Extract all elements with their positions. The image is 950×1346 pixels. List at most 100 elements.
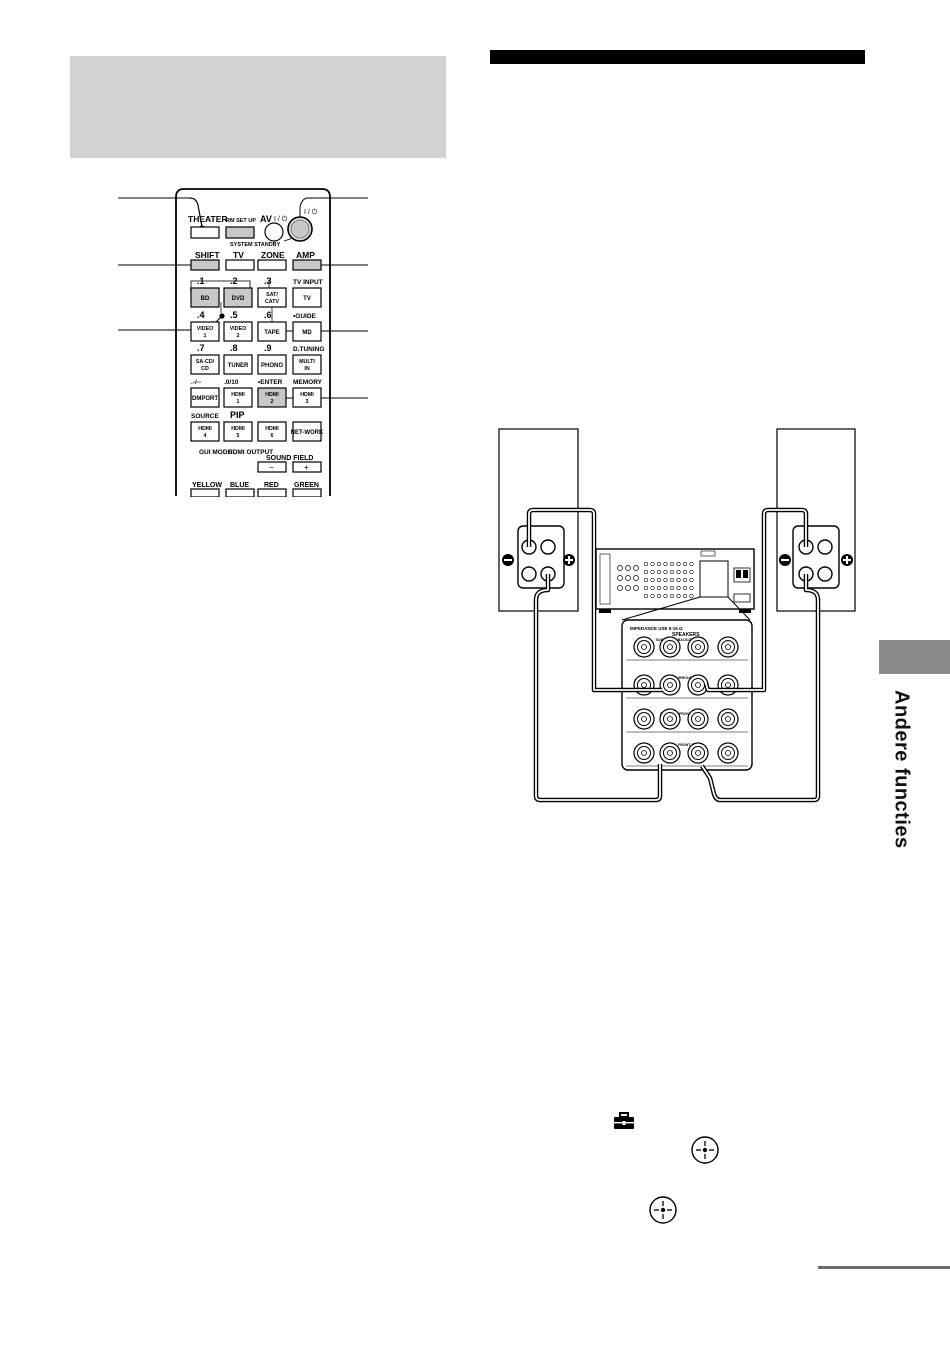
grid-button-label: 3 <box>306 399 309 405</box>
grid-button-label: 6 <box>271 433 274 439</box>
grid-button-label: 1 <box>237 399 240 405</box>
grid-button-label: 5 <box>237 433 240 439</box>
grid-button-label: 2 <box>237 333 240 339</box>
grid-button[interactable] <box>292 387 322 408</box>
grid-button[interactable] <box>292 421 322 442</box>
grid-button[interactable] <box>190 387 220 408</box>
grid-top-label: •ENTER <box>258 379 283 386</box>
grid-button-label: DMPORT <box>192 396 218 402</box>
grid-button[interactable] <box>223 387 253 408</box>
yellow-button[interactable] <box>190 488 220 497</box>
amp-button[interactable] <box>292 259 322 271</box>
grid-top-label: .6 <box>264 310 272 320</box>
grid-button-label: TAPE <box>264 330 280 336</box>
grid-button-label: MD <box>302 330 312 336</box>
grid-top-label: .3 <box>264 276 272 286</box>
grid-button[interactable] <box>257 421 287 442</box>
av-power-button[interactable] <box>264 222 284 242</box>
grid-button-label: SA-CD/ <box>196 359 215 365</box>
grid-button-label: SAT/ <box>266 292 278 298</box>
grid-button[interactable] <box>292 321 322 342</box>
minus-label: − <box>269 463 274 472</box>
grid-top-label: .7 <box>197 343 205 353</box>
grid-button-label: HDMI <box>231 426 245 432</box>
grid-button[interactable] <box>190 421 220 442</box>
tv-button[interactable] <box>225 259 255 271</box>
grid-button-label: VIDEO <box>230 326 246 332</box>
grid-button-label: IN <box>304 366 309 372</box>
gui-mode-label: GUI MODE <box>199 449 233 456</box>
grid-top-label: SOURCE <box>191 413 219 420</box>
surround-back-label: SURROUND BACK/ZONE 2 <box>656 638 702 642</box>
system-standby-label: SYSTEM STANDBY <box>230 242 281 248</box>
amp-label: AMP <box>296 250 315 260</box>
impedance-label: IMPEDANCE USE 6-16 Ω <box>630 626 683 631</box>
speaker-connection-diagram: IMPEDANCE USE 6-16 Ω SPEAKERS SURROUND B… <box>498 428 856 803</box>
grid-button-label: HDMI <box>198 426 212 432</box>
grid-top-label: MEMORY <box>293 379 323 386</box>
grid-button[interactable] <box>190 287 220 308</box>
grid-button-label: CD <box>201 366 209 372</box>
grid-top-label: .5 <box>230 310 238 320</box>
grid-button-label: CATV <box>265 299 279 305</box>
section-header-box <box>70 56 446 158</box>
grid-top-label: .0/10 <box>224 379 239 386</box>
hdmi-output-label: HDMI OUTPUT <box>228 449 273 456</box>
green-label: GREEN <box>294 482 319 489</box>
enter-cross-icon <box>649 1196 677 1224</box>
power-label: I / ⏻ <box>304 208 318 216</box>
grid-button[interactable] <box>223 321 253 342</box>
sound-field-plus-button[interactable] <box>292 461 322 473</box>
surround-label: SURROUND <box>674 676 695 680</box>
grid-button-label: 1 <box>204 333 207 339</box>
grid-button[interactable] <box>223 421 253 442</box>
front-a-label: FRONT A <box>678 743 694 747</box>
grid-button[interactable] <box>257 321 287 342</box>
zone-button[interactable] <box>257 259 287 271</box>
grid-top-label: .8 <box>230 343 238 353</box>
grid-button[interactable] <box>223 287 253 308</box>
chapter-label-vertical: Andere functies <box>871 690 931 890</box>
grid-button[interactable] <box>257 387 287 408</box>
sound-field-minus-button[interactable] <box>257 461 287 473</box>
rm-set-up-label: RM SET UP <box>226 218 256 224</box>
yellow-label: YELLOW <box>192 482 222 489</box>
enter-cross-icon <box>691 1136 719 1164</box>
grid-button[interactable] <box>257 287 287 308</box>
grid-button-label: NET-WORK <box>291 430 324 436</box>
remote-control-illustration: THEATER RM SET UP AV I / ⏻ I / ⏻ SYSTEM … <box>118 188 368 497</box>
tv-label: TV <box>233 250 244 260</box>
grid-button[interactable] <box>292 287 322 308</box>
grid-button-label: 2 <box>271 399 274 405</box>
grid-top-label: PIP <box>230 410 245 420</box>
toolbox-icon <box>614 1112 634 1129</box>
theater-button[interactable] <box>190 226 220 239</box>
grid-button-label: HDMI <box>231 392 245 398</box>
grid-button-label: DVD <box>232 296 245 302</box>
green-button[interactable] <box>292 488 322 497</box>
grid-top-label: D.TUNING <box>293 346 324 353</box>
av-power-label: I / ⏻ <box>274 215 288 223</box>
grid-button-label: HDMI <box>300 392 314 398</box>
grid-button[interactable] <box>223 354 253 375</box>
blue-button[interactable] <box>225 488 255 497</box>
grid-top-label: •GUIDE <box>293 313 317 320</box>
grid-button-label: BD <box>201 296 210 302</box>
grid-button[interactable] <box>257 354 287 375</box>
receiver-rear-panel <box>595 548 755 613</box>
rm-set-up-button[interactable] <box>225 226 255 239</box>
grid-top-label: TV INPUT <box>293 279 323 286</box>
grid-button-label: HDMI <box>265 392 279 398</box>
grid-button-label: TUNER <box>228 363 249 369</box>
grid-button[interactable] <box>190 354 220 375</box>
grid-button[interactable] <box>292 354 322 375</box>
grid-button-label: 4 <box>204 433 207 439</box>
chapter-tab <box>879 640 950 674</box>
grid-button[interactable] <box>190 321 220 342</box>
shift-button[interactable] <box>190 259 220 271</box>
continued-rule <box>818 1266 950 1269</box>
red-button[interactable] <box>257 488 287 497</box>
grid-top-label: .9 <box>264 343 272 353</box>
plus-label: + <box>304 463 309 472</box>
grid-button-label: TV <box>303 296 311 302</box>
